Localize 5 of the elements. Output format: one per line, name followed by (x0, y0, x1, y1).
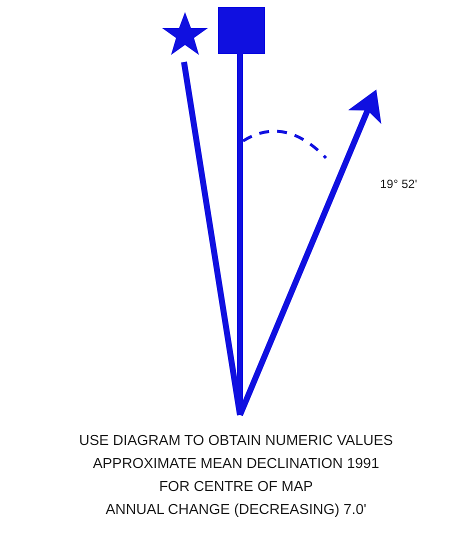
note-text: FOR CENTRE OF MAP (158, 478, 314, 497)
note-text: ANNUAL CHANGE (DECREASING) 7.0' (104, 501, 368, 520)
angle-label: 19° 52' (380, 177, 418, 191)
note-text: APPROXIMATE MEAN DECLINATION 1991 (92, 455, 380, 474)
note-text: USE DIAGRAM TO OBTAIN NUMERIC VALUES (78, 432, 394, 451)
